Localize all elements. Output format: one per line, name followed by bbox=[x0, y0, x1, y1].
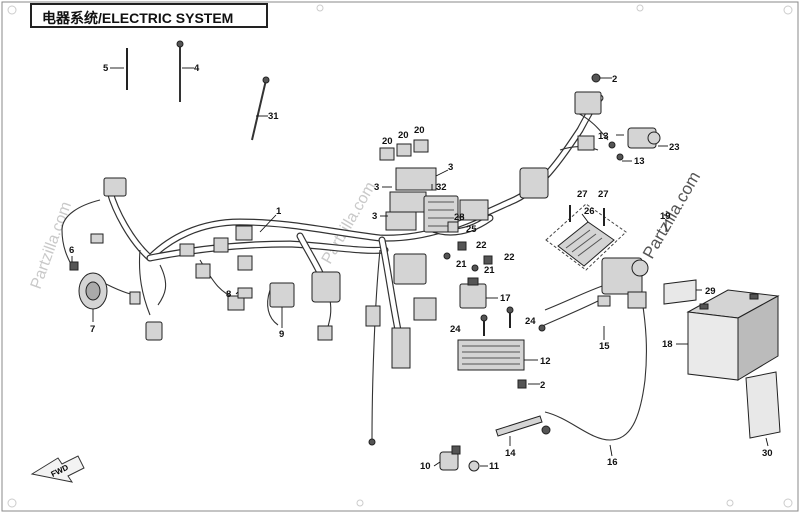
part-9-relay bbox=[269, 282, 295, 308]
callout-31: 31 bbox=[268, 111, 279, 122]
part-10-sensor bbox=[439, 445, 461, 471]
callout-21-b: 21 bbox=[484, 265, 495, 276]
part-28-relay bbox=[447, 221, 459, 233]
part-11-nut bbox=[468, 460, 480, 472]
part-20-fuses bbox=[379, 139, 429, 161]
harness-connectors bbox=[90, 91, 602, 446]
callout-4: 4 bbox=[194, 63, 200, 74]
callout-13-b: 13 bbox=[634, 156, 645, 167]
callout-9: 9 bbox=[279, 329, 284, 340]
callout-18: 18 bbox=[662, 339, 673, 350]
part-31-tie bbox=[251, 76, 270, 141]
callout-12: 12 bbox=[540, 356, 551, 367]
part-18-battery bbox=[686, 289, 780, 381]
watermark-left: Partzilla.com bbox=[28, 199, 75, 291]
part-6-bolt bbox=[69, 261, 79, 271]
part-15-cable bbox=[538, 295, 611, 332]
part-7-horn bbox=[78, 272, 108, 310]
callout-2-top: 2 bbox=[612, 74, 617, 85]
callout-leaders bbox=[71, 67, 769, 467]
callout-25: 25 bbox=[466, 224, 477, 235]
callout-20-c: 20 bbox=[414, 125, 425, 136]
callout-3-c: 3 bbox=[372, 211, 377, 222]
callout-20-b: 20 bbox=[398, 130, 409, 141]
part-2-bolt-mid bbox=[517, 379, 540, 389]
part-13-bolts bbox=[608, 141, 624, 161]
callout-20-a: 20 bbox=[382, 136, 393, 147]
callout-14: 14 bbox=[505, 448, 516, 459]
callout-5: 5 bbox=[103, 63, 109, 74]
part-3-fuse-holders bbox=[385, 167, 437, 231]
part-14-strap bbox=[495, 415, 551, 437]
part-27-bolts bbox=[569, 205, 605, 226]
callout-11: 11 bbox=[489, 461, 500, 472]
callout-13-a: 13 bbox=[598, 131, 609, 142]
title-box: 电器系统/ELECTRIC SYSTEM bbox=[30, 3, 268, 28]
callout-24-a: 24 bbox=[450, 324, 461, 335]
part-22-nuts bbox=[457, 241, 493, 265]
callout-3-a: 3 bbox=[448, 162, 453, 173]
watermark-mid: Partzilla.com bbox=[319, 179, 380, 267]
fwd-arrow: FWD bbox=[30, 455, 85, 483]
callout-28: 28 bbox=[454, 212, 465, 223]
callout-22-b: 22 bbox=[504, 252, 515, 263]
callout-16: 16 bbox=[607, 457, 618, 468]
callout-22-a: 22 bbox=[476, 240, 487, 251]
callout-2-mid: 2 bbox=[540, 380, 545, 391]
part-23-sensor bbox=[627, 127, 661, 149]
part-4-rod bbox=[176, 40, 184, 102]
callout-10: 10 bbox=[420, 461, 431, 472]
callout-3-b: 3 bbox=[374, 182, 379, 193]
callout-27-b: 27 bbox=[598, 189, 609, 200]
callout-6: 6 bbox=[69, 245, 74, 256]
callout-29: 29 bbox=[705, 286, 716, 297]
callout-26: 26 bbox=[584, 206, 595, 217]
part-19-relay bbox=[601, 257, 649, 309]
part-21-bolts bbox=[443, 252, 479, 272]
page-title: 电器系统/ELECTRIC SYSTEM bbox=[42, 10, 234, 26]
frame-corner-marks bbox=[7, 4, 793, 508]
callout-21-a: 21 bbox=[456, 259, 467, 270]
part-24-bolts bbox=[480, 306, 514, 336]
part-12-regulator bbox=[457, 339, 525, 371]
callout-17: 17 bbox=[500, 293, 511, 304]
callout-30: 30 bbox=[762, 448, 773, 459]
part-2-bolt-top bbox=[591, 73, 612, 83]
callout-7: 7 bbox=[90, 324, 95, 335]
callout-8: 8 bbox=[226, 289, 231, 300]
part-26-ecu bbox=[545, 203, 627, 271]
callout-32: 32 bbox=[436, 182, 447, 193]
watermark-right: Partzilla.com bbox=[639, 168, 704, 262]
callout-23: 23 bbox=[669, 142, 680, 153]
part-17-relay bbox=[459, 277, 487, 309]
callout-labels: 1 2 2 3 3 3 4 5 6 7 8 9 10 11 12 13 13 1… bbox=[69, 63, 773, 472]
callout-1: 1 bbox=[276, 206, 282, 217]
part-8-connector bbox=[237, 287, 253, 299]
callout-24-b: 24 bbox=[525, 316, 536, 327]
callout-27-a: 27 bbox=[577, 189, 588, 200]
part-29-pad bbox=[663, 279, 697, 305]
part-30-pad bbox=[745, 371, 781, 439]
callout-15: 15 bbox=[599, 341, 610, 352]
callout-19: 19 bbox=[660, 211, 671, 222]
